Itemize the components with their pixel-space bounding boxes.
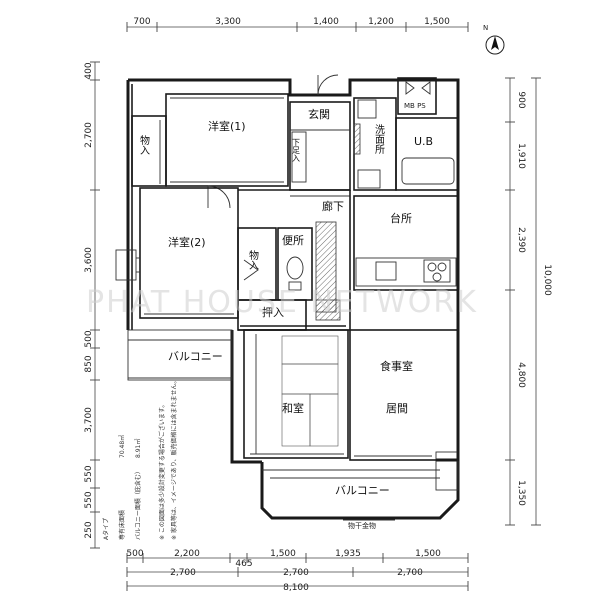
washroom-label: 洗面所	[373, 124, 385, 155]
left-dim-3: 3,600	[84, 247, 94, 273]
left-dim-2: 2,700	[84, 122, 94, 148]
partitions	[238, 189, 351, 331]
mb-ps: MB PS	[397, 77, 437, 115]
left-dim-8: 550	[84, 491, 94, 508]
floor-area-label: 専有床面積	[118, 510, 126, 540]
balcony-2-label: バルコニー	[335, 484, 390, 497]
balcony-left: バルコニー	[127, 329, 233, 381]
top-dim-4: 1,200	[368, 17, 394, 27]
top-dim-2: 3,300	[215, 17, 241, 27]
top-dim-5: 1,500	[424, 17, 450, 27]
top-dimensions: 700 3,300 1,400 1,200 1,500	[126, 17, 469, 32]
right-dim-5: 1,350	[516, 480, 526, 506]
western-room-2-label: 洋室(2)	[168, 235, 206, 249]
mb-ps-label: MB PS	[404, 102, 426, 110]
entrance-label: 玄関	[308, 107, 330, 121]
watermark: PHAT HOUSE NETWORK	[86, 285, 478, 320]
right-dimensions: 900 1,910 2,390 10,000 4,800 1,350	[505, 77, 552, 526]
bottom-mid-dim-3: 2,700	[397, 568, 423, 578]
bottom-dimensions: 500 2,200 465 1,500 1,935 1,500 2,700 2,…	[126, 549, 469, 593]
bottom-mid-dim-1: 2,700	[170, 568, 196, 578]
notes: Aタイプ 専有床面積 70.48㎡ バルコニー面積（庇含む） 8.91㎡ ※ こ…	[102, 378, 178, 540]
left-dim-7: 550	[84, 465, 94, 482]
top-dim-1: 700	[133, 17, 150, 27]
bottom-dim-2: 2,200	[174, 549, 200, 559]
floor-area-value: 70.48㎡	[118, 435, 126, 458]
toilet-label: 便所	[282, 234, 304, 247]
closet-label: 押入	[262, 305, 284, 319]
balcony-area-value: 8.91㎡	[134, 439, 142, 458]
bottom-dim-4: 1,500	[270, 549, 296, 559]
kitchen: 台所	[353, 195, 459, 291]
bottom-dim-1: 500	[126, 549, 143, 559]
note-1: ※ この図面は多少設計変更する場合がございます。	[158, 402, 166, 540]
left-dim-6: 3,700	[84, 407, 94, 433]
hallway-label: 廊下	[322, 199, 344, 213]
right-dim-3: 2,390	[516, 227, 526, 253]
left-dim-9: 250	[84, 521, 94, 538]
storage-1: 物入	[131, 115, 167, 187]
balcony-area-label: バルコニー面積（庇含む）	[134, 468, 142, 540]
toilet: 便所	[277, 227, 313, 301]
top-dim-3: 1,400	[313, 17, 339, 27]
north-icon: N	[483, 24, 488, 32]
type-label: Aタイプ	[102, 518, 110, 540]
note-2: ※ 家具等は、イメージであり、販売価格には含まれません。	[170, 378, 178, 540]
shoe-box-label: 下足入	[292, 138, 301, 162]
right-dim-1: 900	[516, 91, 526, 108]
bottom-mid-dim-2: 2,700	[283, 568, 309, 578]
bottom-dim-3: 465	[235, 559, 252, 569]
japanese-room-label: 和室	[282, 401, 304, 415]
balcony-1-label: バルコニー	[168, 350, 223, 363]
right-dim-2: 1,910	[516, 143, 526, 169]
left-dim-4: 500	[84, 330, 94, 347]
western-room-1-label: 洋室(1)	[208, 119, 246, 133]
north-compass: N	[483, 24, 505, 55]
dining-label: 食事室	[380, 359, 413, 373]
western-room-1: 洋室(1)	[165, 93, 289, 209]
left-dim-1: 400	[84, 62, 94, 79]
laundry-rack-label: 物干金物	[348, 521, 376, 530]
left-dimensions: 400 2,700 3,600 500 850 3,700 550 550 25…	[84, 61, 100, 549]
kitchen-label: 台所	[390, 211, 412, 225]
bottom-total-dim: 8,100	[283, 583, 309, 593]
bottom-dim-6: 1,500	[415, 549, 441, 559]
right-dim-4: 4,800	[516, 362, 526, 388]
dining-living: 食事室 居間	[315, 299, 459, 461]
bottom-dim-5: 1,935	[335, 549, 361, 559]
right-dim-total: 10,000	[542, 264, 552, 296]
unit-bath-label: U.B	[414, 135, 433, 148]
japanese-room: 和室	[243, 329, 349, 459]
storage-1-label: 物入	[138, 134, 150, 155]
left-dim-5: 850	[84, 355, 94, 372]
washroom: 洗面所	[353, 97, 397, 191]
entrance: 玄関 下足入	[289, 74, 351, 191]
balcony-bottom: バルコニー 物干金物	[262, 451, 459, 530]
storage-2-label: 物入	[247, 249, 259, 270]
living-label: 居間	[386, 402, 408, 415]
unit-bath: U.B	[395, 117, 459, 191]
